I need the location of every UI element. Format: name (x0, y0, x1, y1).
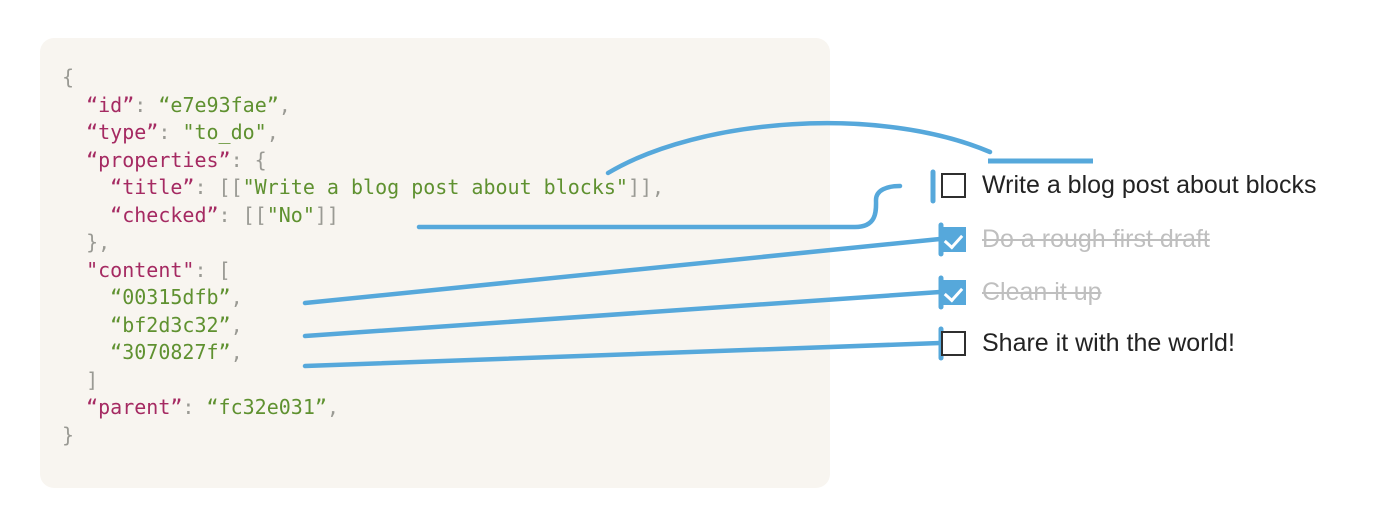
code-line-2: “type”: "to_do", (62, 119, 664, 147)
code-token-p: : [[ (194, 175, 243, 199)
todo-item-label: Clean it up (982, 277, 1102, 306)
code-token-s: “bf2d3c32” (110, 312, 231, 337)
json-code-panel: { “id”: “e7e93fae”, “type”: "to_do", “pr… (40, 38, 830, 488)
code-token-s: "No" (266, 202, 315, 227)
code-token-p: : (158, 120, 183, 144)
code-line-0: { (62, 64, 664, 92)
code-token-p: , (278, 92, 291, 117)
code-indent (62, 175, 110, 199)
code-line-7: "content": [ (62, 257, 664, 285)
code-line-1: “id”: “e7e93fae”, (62, 92, 664, 120)
code-token-p: { (62, 65, 75, 89)
code-indent (62, 120, 86, 144)
code-token-p: : (134, 92, 159, 117)
code-line-12: “parent”: “fc32e031”, (62, 394, 664, 422)
code-indent (62, 148, 86, 172)
code-token-k: “id” (86, 92, 135, 117)
json-code-block: { “id”: “e7e93fae”, “type”: "to_do", “pr… (62, 64, 664, 449)
code-token-p: } (62, 422, 75, 447)
code-token-p: ]] (314, 202, 339, 227)
code-token-k: “type” (86, 120, 159, 144)
code-token-k: “checked” (110, 202, 219, 227)
checkbox-checked-icon[interactable] (941, 279, 966, 305)
code-token-p: }, (86, 230, 111, 254)
code-token-p: ] (86, 367, 99, 392)
code-token-p: ]], (627, 175, 665, 199)
code-token-s: “e7e93fae” (158, 92, 279, 117)
code-token-p: : { (230, 147, 267, 172)
code-token-s: “fc32e031” (206, 395, 327, 419)
code-token-p: , (266, 120, 279, 144)
code-token-p: : [[ (218, 202, 267, 227)
code-indent (62, 258, 86, 282)
code-indent (62, 230, 86, 254)
todo-item[interactable]: Do a rough first draft (905, 219, 1210, 259)
code-line-9: “bf2d3c32”, (62, 312, 664, 340)
todo-item[interactable]: Share it with the world! (905, 323, 1235, 363)
code-token-s: "to_do" (182, 120, 267, 144)
code-indent (62, 285, 110, 309)
code-indent (62, 93, 86, 117)
code-line-13: } (62, 422, 664, 450)
code-line-11: ] (62, 367, 664, 395)
code-line-3: “properties”: { (62, 147, 664, 175)
code-token-k: "content" (86, 257, 195, 282)
code-indent (62, 203, 110, 227)
code-token-k: “parent” (86, 395, 183, 419)
code-indent (62, 340, 110, 364)
code-token-k: “title” (110, 175, 195, 199)
todo-item-label: Write a blog post about blocks (982, 170, 1317, 199)
checkbox-checked-icon[interactable] (941, 226, 966, 252)
code-token-p: , (230, 340, 243, 364)
code-token-p: , (326, 395, 339, 419)
checkbox-unchecked-icon[interactable] (941, 330, 966, 356)
code-indent (62, 395, 86, 419)
code-token-s: “3070827f” (110, 340, 231, 364)
code-token-p: , (230, 312, 243, 337)
code-line-5: “checked”: [["No"]] (62, 202, 664, 230)
checkbox-unchecked-icon[interactable] (941, 172, 966, 198)
code-token-s: "Write a blog post about blocks" (242, 175, 628, 199)
todo-item[interactable]: Clean it up (905, 272, 1102, 312)
code-indent (62, 368, 86, 392)
todo-item-label: Share it with the world! (982, 328, 1235, 357)
code-line-6: }, (62, 229, 664, 257)
todo-item-label: Do a rough first draft (982, 224, 1210, 253)
code-token-p: , (230, 285, 243, 309)
code-line-4: “title”: [["Write a blog post about bloc… (62, 174, 664, 202)
code-token-p: : [ (194, 257, 231, 282)
code-token-k: “properties” (86, 147, 231, 172)
code-indent (62, 313, 110, 337)
code-token-s: “00315dfb” (110, 285, 231, 309)
code-line-8: “00315dfb”, (62, 284, 664, 312)
code-line-10: “3070827f”, (62, 339, 664, 367)
todo-item[interactable]: Write a blog post about blocks (905, 165, 1316, 205)
code-token-p: : (182, 395, 207, 419)
